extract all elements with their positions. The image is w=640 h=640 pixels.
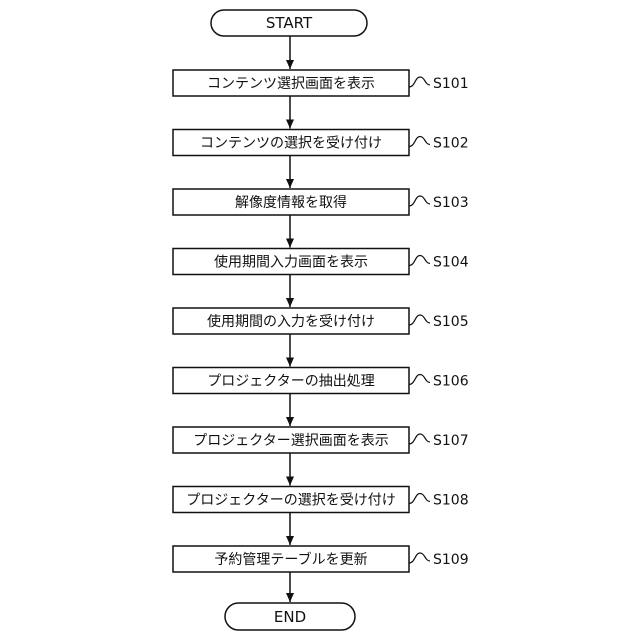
step-label: S106 [433, 374, 469, 390]
step-label: S102 [433, 136, 469, 152]
step-label-leader [409, 375, 430, 385]
start-terminal-label: START [266, 14, 313, 32]
process-text: 予約管理テーブルを更新 [214, 551, 367, 568]
step-label: S101 [433, 76, 469, 92]
process-step: 使用期間の入力を受け付け S105 [173, 308, 469, 334]
process-text: 使用期間入力画面を表示 [214, 254, 368, 271]
start-terminal: START [211, 10, 367, 36]
process-step: 解像度情報を取得 S103 [173, 189, 469, 215]
process-text: プロジェクターの選択を受け付け [186, 493, 395, 509]
steps-layer: コンテンツ選択画面を表示 S101 コンテンツの選択を受け付け S102 解像度情報を取… [173, 70, 469, 572]
process-step: 使用期間入力画面を表示 S104 [173, 249, 469, 275]
process-step: 予約管理テーブルを更新 S109 [173, 546, 469, 572]
end-terminal: END [225, 603, 355, 630]
step-label-leader [409, 434, 430, 444]
step-label: S109 [433, 552, 469, 568]
process-step: プロジェクターの選択を受け付け S108 [173, 487, 469, 513]
step-label: S103 [433, 195, 469, 211]
process-text: プロジェクター選択画面を表示 [193, 433, 388, 449]
step-label-leader [409, 315, 430, 325]
step-label: S105 [433, 314, 469, 330]
process-text: 使用期間の入力を受け付け [207, 313, 375, 330]
process-text: プロジェクターの抽出処理 [207, 374, 374, 390]
process-text: コンテンツの選択を受け付け [200, 136, 382, 152]
step-label-leader [409, 137, 430, 147]
step-label-leader [409, 494, 430, 504]
process-step: コンテンツ選択画面を表示 S101 [173, 70, 469, 96]
step-label-leader [409, 256, 430, 266]
step-label-leader [409, 77, 430, 87]
process-step: プロジェクターの抽出処理 S106 [173, 368, 469, 394]
step-label: S108 [433, 493, 469, 509]
step-label-leader [409, 196, 430, 206]
end-terminal-label: END [274, 608, 306, 626]
step-label: S104 [433, 255, 469, 271]
process-text: コンテンツ選択画面を表示 [207, 76, 375, 92]
step-label: S107 [433, 433, 469, 449]
process-step: コンテンツの選択を受け付け S102 [173, 130, 469, 156]
process-text: 解像度情報を取得 [235, 194, 347, 211]
process-step: プロジェクター選択画面を表示 S107 [173, 427, 469, 453]
step-label-leader [409, 553, 430, 563]
